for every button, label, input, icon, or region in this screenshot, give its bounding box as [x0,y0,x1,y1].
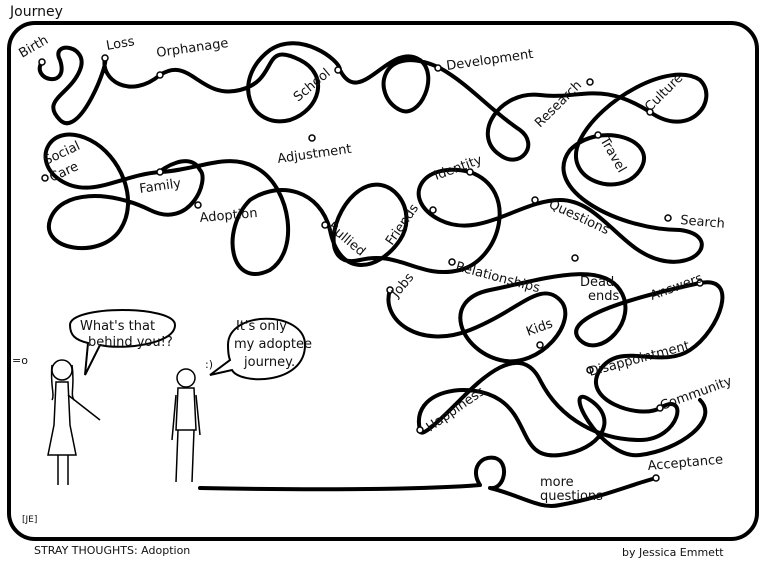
character-left [47,359,101,485]
tangled-journey-path-lower [386,272,725,458]
milestone-dot [646,108,654,116]
milestone-label: Adjustment [276,142,352,167]
face-left-text: =o [12,354,28,367]
milestone-dot [38,58,46,66]
milestone-label: Dead [580,275,614,290]
milestone-dot [586,366,594,374]
milestone-dot [386,286,394,294]
series-title: STRAY THOUGHTS: Adoption [34,544,190,557]
milestone-label: Family [138,176,182,197]
milestone-dot [696,279,704,287]
milestone-label: Orphanage [155,36,229,61]
milestone-label: Research [532,78,585,131]
bubble-right-line1: It's only [236,319,287,334]
milestone-dot [156,168,164,176]
milestone-dot [416,426,424,434]
milestone-label: ends [588,289,619,304]
milestone-dot [448,258,456,266]
milestone-label: more [540,475,574,490]
milestone-dot [531,196,539,204]
milestone-dot [466,168,474,176]
character-right [171,368,201,483]
milestone-dot [571,254,579,262]
milestone-dot [652,474,660,482]
milestone-dot [101,54,109,62]
bubble-right-line3: journey. [243,355,295,370]
milestone-label: Search [680,213,726,232]
bubble-left-line2: behind you!? [88,335,173,350]
milestone-dot [308,134,316,142]
milestone-label: Community [658,374,734,414]
milestone-label: Kids [524,316,555,339]
milestone-dot [656,404,664,412]
author-credit: by Jessica Emmett [622,546,724,559]
milestone-dot [434,64,442,72]
milestone-label: Development [445,47,534,74]
milestone-dot [664,214,672,222]
tangled-journey-path [37,41,709,276]
face-right-text: :) [205,358,213,371]
milestone-dot [334,66,342,74]
milestone-label: Acceptance [647,452,724,474]
panel-border [7,21,759,541]
milestone-label: Relationships [454,259,542,296]
speech-bubble-left: What's that behind you!? [68,309,177,376]
milestone-dot [536,341,544,349]
milestone-dot [156,71,164,79]
milestone-label: Loss [105,34,136,54]
milestone-label: Travel [596,134,629,176]
bubble-right-line2: my adoptee [234,337,312,352]
milestone-label: Friends [383,201,422,248]
speech-bubble-right: It's only my adoptee journey. [209,317,312,381]
bubble-left-line1: What's that [80,319,155,334]
comic-title: Journey [9,4,63,20]
milestone-label: Jobs [388,270,418,301]
journey-tail [198,455,658,508]
milestone-dot [586,78,594,86]
milestone-label: Answers [648,271,705,304]
milestone-dot [321,221,329,229]
milestone-label: questions [540,489,603,504]
milestone-dot [429,206,437,214]
milestone-dot [194,201,202,209]
milestone-label: Adoption [199,206,258,226]
milestone-dot [594,131,602,139]
milestone-label: Identity [432,153,484,184]
milestone-dot [41,174,49,182]
signature: [JE] [22,515,37,525]
milestone-label: Birth [17,33,52,62]
